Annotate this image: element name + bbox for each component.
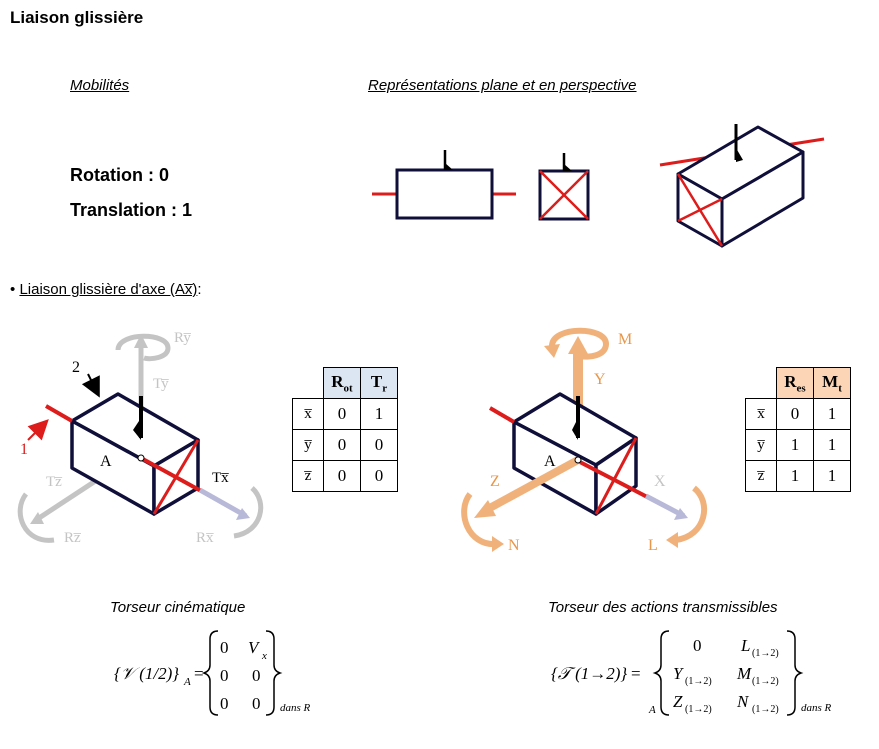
svg-text:=: =	[631, 664, 641, 683]
perspective-symbol	[659, 124, 825, 248]
svg-text:0: 0	[220, 694, 229, 713]
n-rotation-icon	[461, 492, 497, 548]
rotation-count: Rotation : 0	[70, 165, 169, 185]
svg-text:0: 0	[220, 638, 229, 657]
table-row: y̅ 0 0	[292, 429, 398, 461]
representation-symbols	[372, 124, 825, 248]
svg-text:dans R: dans R	[801, 702, 832, 714]
label-n: N	[508, 537, 520, 554]
table-row: y̅ 1 1	[745, 429, 851, 461]
table-row: z̅ 0 0	[292, 460, 398, 492]
header-rot: Rot	[323, 367, 361, 399]
m-rotation-icon	[549, 327, 610, 360]
svg-text:N: N	[736, 692, 750, 711]
translation-count: Translation : 1	[70, 200, 193, 220]
label-ry: Ry̅	[174, 330, 191, 346]
ry-rotation-icon	[115, 333, 171, 362]
svg-text:Z: Z	[673, 692, 683, 711]
label-point-a: A	[100, 453, 112, 470]
action-figure: M Y Z A X N L	[461, 327, 708, 554]
svg-text:(1→2): (1→2)	[685, 704, 712, 715]
l-rotation-icon	[675, 485, 708, 543]
svg-text:(1→2): (1→2)	[752, 648, 779, 659]
label-part-1: 1	[20, 441, 28, 458]
label-tz: Tz̅	[46, 474, 62, 490]
svg-text:dans R: dans R	[280, 702, 311, 714]
table-row: x̅ 0 1	[292, 398, 398, 430]
tx-arrow-icon	[198, 487, 248, 519]
table-corner	[746, 368, 777, 399]
label-y: Y	[594, 371, 606, 388]
axis-heading-label: Liaison glissière d'axe (Ax̅)	[19, 281, 198, 298]
label-ty: Ty̅	[153, 376, 169, 392]
svg-text:0: 0	[693, 636, 702, 655]
torseur-cinematique-formula: {𝒱 (1/2)} A = 0 V x 0 0 0 0 dans R	[114, 630, 311, 716]
z-arrow-icon	[484, 456, 580, 514]
plane-symbol-front	[372, 150, 516, 220]
label-m: M	[618, 331, 632, 348]
table-row: z̅ 1 1	[745, 460, 851, 492]
svg-text:{𝒯 (1→2)}: {𝒯 (1→2)}	[551, 664, 627, 683]
svg-text:0: 0	[220, 666, 229, 685]
svg-text:A: A	[183, 676, 191, 688]
label-z: Z	[490, 473, 500, 490]
svg-text:0: 0	[252, 666, 261, 685]
kinematic-table: Rot Tr x̅ 0 1 y̅ 0 0 z̅ 0 0	[292, 367, 398, 492]
svg-text:L: L	[740, 636, 750, 655]
svg-text:{𝒱 (1/2)}: {𝒱 (1/2)}	[114, 664, 179, 683]
label-rz: Rz̅	[64, 530, 81, 546]
torseur-cinematique-label: Torseur cinématique	[110, 599, 246, 616]
torseur-actions-label: Torseur des actions transmissibles	[548, 599, 778, 616]
label-point-a: A	[544, 453, 556, 470]
svg-text:=: =	[194, 664, 204, 683]
header-tr: Tr	[360, 367, 398, 399]
action-table: Res Mt x̅ 0 1 y̅ 1 1 z̅ 1 1	[745, 367, 851, 492]
label-tx: Tx̅	[212, 470, 229, 486]
svg-text:V: V	[248, 638, 261, 657]
torseur-actions-formula: {𝒯 (1→2)} = A 0 L (1→2) Y (1→2) M (1→2) …	[551, 630, 832, 716]
svg-text:(1→2): (1→2)	[752, 704, 779, 715]
rz-rotation-icon	[17, 492, 55, 543]
rx-rotation-icon	[233, 486, 264, 539]
axis-heading: • Liaison glissière d'axe (Ax̅):	[10, 281, 202, 298]
header-res: Res	[776, 367, 814, 399]
svg-text:M: M	[736, 664, 752, 683]
kinematic-figure: 2 1 A Ry̅ Ty̅ Tz̅ Rz̅ Tx̅ Rx̅	[17, 330, 264, 546]
mobilites-heading: Mobilités	[70, 77, 130, 94]
svg-text:Y: Y	[673, 664, 684, 683]
label-part-2: 2	[72, 359, 80, 376]
tz-arrow-icon	[34, 475, 102, 523]
label-x: X	[654, 473, 666, 490]
plane-symbol-side	[538, 153, 590, 221]
svg-text:0: 0	[252, 694, 261, 713]
axis-heading-colon: :	[197, 281, 202, 298]
svg-text:(1→2): (1→2)	[685, 676, 712, 687]
y-arrow-icon	[573, 350, 583, 432]
table-row: x̅ 0 1	[745, 398, 851, 430]
page-title: Liaison glissière	[10, 8, 144, 27]
representations-heading: Représentations plane et en perspective	[368, 77, 637, 94]
header-mt: Mt	[813, 367, 851, 399]
table-corner	[293, 368, 324, 399]
svg-text:(1→2): (1→2)	[752, 676, 779, 687]
label-rx: Rx̅	[196, 530, 214, 546]
svg-text:x: x	[261, 650, 267, 662]
bullet: •	[10, 281, 16, 298]
label-l: L	[648, 537, 658, 554]
svg-text:A: A	[648, 704, 656, 716]
